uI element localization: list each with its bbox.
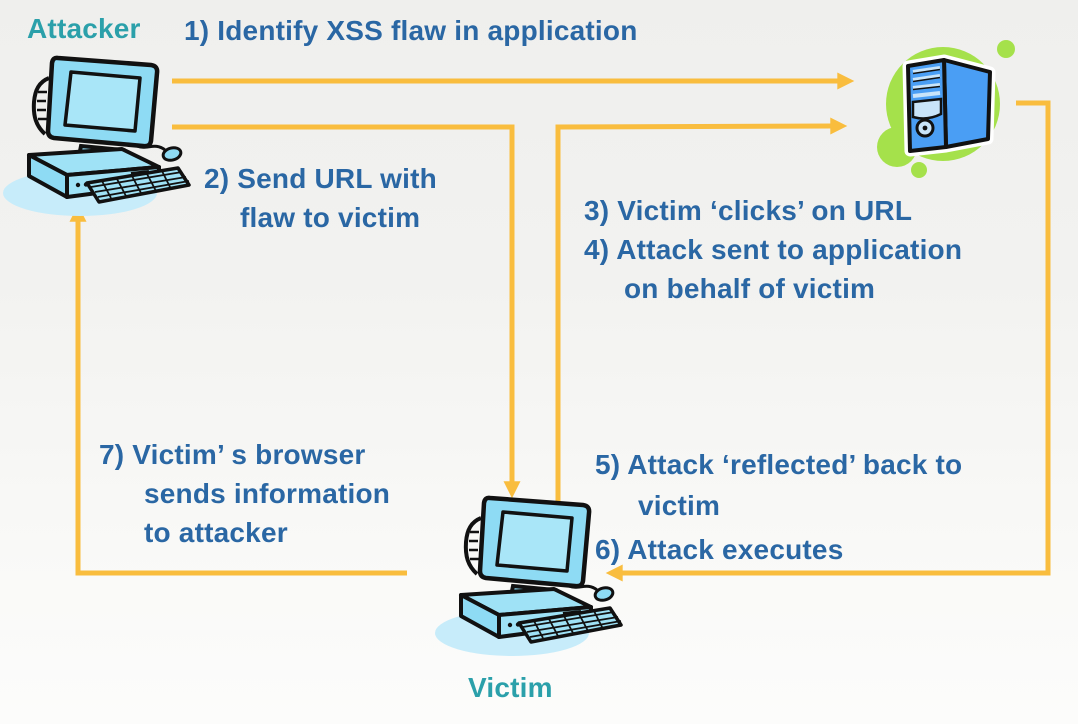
step-4-line-1: 4) Attack sent to application (584, 234, 963, 265)
step-7-text: 7) Victim’ s browser sends information t… (99, 435, 390, 552)
arrow-reflected-to-victim (605, 100, 1051, 582)
step-5-line-2: victim (638, 490, 721, 521)
step-2-line-2: flaw to victim (240, 202, 421, 233)
step-1-text: 1) Identify XSS flaw in application (184, 11, 638, 50)
step-2-line-1: 2) Send URL with (204, 163, 437, 194)
step-6-line: 6) Attack executes (595, 534, 844, 565)
arrow-info-to-attacker (69, 204, 407, 576)
flow-arrows (69, 72, 1051, 582)
step-5-6-text: 5) Attack ‘reflected’ back to victim 6) … (595, 444, 962, 570)
step-5-line-1: 5) Attack ‘reflected’ back to (595, 449, 963, 480)
step-1-line: 1) Identify XSS flaw in application (184, 15, 638, 46)
step-3-4-text: 3) Victim ‘clicks’ on URL 4) Attack sent… (584, 191, 962, 308)
victim-computer-icon (435, 498, 621, 656)
step-7-line-3: to attacker (144, 517, 288, 548)
step-7-line-1: 7) Victim’ s browser (99, 439, 366, 470)
server-icon (877, 40, 1015, 178)
step-2-text: 2) Send URL with flaw to victim (204, 159, 437, 237)
attacker-computer-icon (3, 58, 189, 216)
step-7-line-2: sends information (144, 478, 391, 509)
attacker-label: Attacker (27, 13, 141, 44)
arrow-attack-to-application (555, 117, 848, 505)
victim-label: Victim (468, 672, 553, 703)
step-4-line-2: on behalf of victim (624, 273, 876, 304)
arrow-send-url-to-victim (172, 124, 521, 499)
step-3-line: 3) Victim ‘clicks’ on URL (584, 195, 913, 226)
